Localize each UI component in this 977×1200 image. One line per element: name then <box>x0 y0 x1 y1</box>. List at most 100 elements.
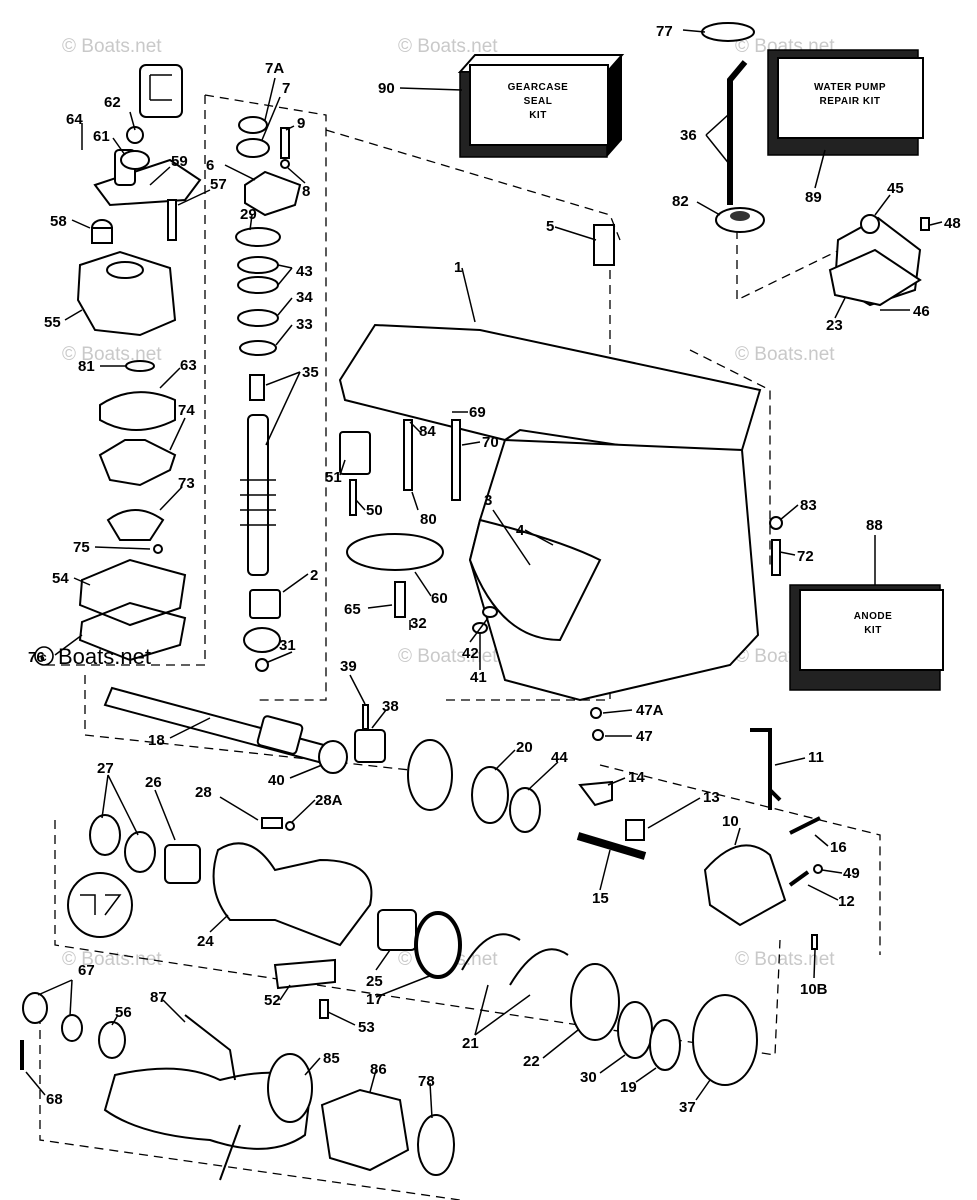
bearing-25 <box>377 909 417 951</box>
spring-12 <box>788 870 810 887</box>
bearing-20 <box>471 766 509 824</box>
callout-75: 75 <box>73 539 90 556</box>
callout-28: 28 <box>195 784 212 801</box>
callout-14: 14 <box>628 769 645 786</box>
grommet-77 <box>701 22 755 42</box>
shift-cam-13 <box>625 819 645 841</box>
thrust-bearing-33 <box>239 340 277 356</box>
callout-68: 68 <box>46 1091 63 1108</box>
leader-lines <box>25 29 943 1119</box>
callout-83: 83 <box>800 497 817 514</box>
o-ring-17 <box>414 911 462 979</box>
bearing-2 <box>249 589 281 619</box>
callout-41: 41 <box>470 669 487 686</box>
bearing-19 <box>649 1019 681 1071</box>
thrust-washer-78 <box>417 1114 455 1176</box>
bearing-carrier-24 <box>212 842 373 947</box>
callout-73: 73 <box>178 475 195 492</box>
callout-82: 82 <box>672 193 689 210</box>
seal-inset <box>139 64 183 118</box>
callout-10b: 10B <box>800 981 828 998</box>
watermark: © Boats.net <box>735 344 835 365</box>
kit-89-line-2: REPAIR KIT <box>820 96 881 107</box>
callout-47: 47 <box>636 728 653 745</box>
seal-7a <box>238 116 268 134</box>
callout-15: 15 <box>592 890 609 907</box>
callout-81: 81 <box>78 358 95 375</box>
torpedo-nose <box>468 518 602 642</box>
kit-88-line-2: KIT <box>864 625 882 636</box>
propeller-outline <box>39 1000 461 1200</box>
pump-housing <box>76 250 177 337</box>
callout-33: 33 <box>296 316 313 333</box>
kit-88-line-1: ANODE <box>854 611 893 622</box>
callout-72: 72 <box>797 548 814 565</box>
callout-77: 77 <box>656 23 673 40</box>
callout-8: 8 <box>302 183 310 200</box>
bearing-40 <box>318 740 348 774</box>
propeller-87 <box>103 1067 312 1150</box>
seal-27a <box>89 814 121 856</box>
callout-4: 4 <box>516 522 525 539</box>
reverse-gear-37 <box>692 994 758 1086</box>
callout-36: 36 <box>680 127 697 144</box>
callout-47a: 47A <box>636 702 664 719</box>
retaining-ring-21b <box>509 948 569 986</box>
seal-27b <box>124 831 156 873</box>
shift-lever-14 <box>578 780 613 807</box>
plate-52 <box>273 958 336 990</box>
anode-42 <box>482 606 498 618</box>
callout-60: 60 <box>431 590 448 607</box>
callout-76: 76 <box>28 649 45 666</box>
callout-21: 21 <box>462 1035 479 1052</box>
driveshaft-group-outline <box>204 94 327 701</box>
watermark: © Boats.net <box>398 36 498 57</box>
callout-18: 18 <box>148 732 165 749</box>
bearing-housing-6 <box>244 170 302 217</box>
spacer-56 <box>98 1021 126 1059</box>
callout-16: 16 <box>830 839 847 856</box>
callout-7: 7 <box>282 80 290 97</box>
callout-3: 3 <box>484 492 492 509</box>
washer-44 <box>509 787 541 833</box>
callout-48: 48 <box>944 215 961 232</box>
plate-54 <box>78 558 187 627</box>
callout-6: 6 <box>206 157 214 174</box>
spline-67a <box>22 992 48 1024</box>
callout-25: 25 <box>366 973 383 990</box>
callout-67: 67 <box>78 962 95 979</box>
impeller-housing-plate <box>93 158 202 207</box>
callout-69: 69 <box>469 404 486 421</box>
watermark: © Boats.net <box>62 344 162 365</box>
gasket-76 <box>78 601 187 662</box>
callout-32: 32 <box>410 615 427 632</box>
callout-65: 65 <box>344 601 361 618</box>
hub-85 <box>267 1053 313 1123</box>
seal-inset-27 <box>67 872 133 938</box>
callout-59: 59 <box>171 153 188 170</box>
callout-24: 24 <box>197 933 214 950</box>
callout-89: 89 <box>805 189 822 206</box>
callout-49: 49 <box>843 865 860 882</box>
kit-90-line-2: SEAL <box>524 96 553 107</box>
callout-39: 39 <box>340 658 357 675</box>
callout-53: 53 <box>358 1019 375 1036</box>
washer-67b <box>61 1014 83 1042</box>
gearcase-outline <box>325 129 621 241</box>
callout-54: 54 <box>52 570 69 587</box>
callout-9: 9 <box>297 115 305 132</box>
screen-5 <box>593 224 615 266</box>
callout-90: 90 <box>378 80 395 97</box>
callout-5: 5 <box>546 218 554 235</box>
bearing-26 <box>164 844 201 884</box>
callout-2: 2 <box>310 567 318 584</box>
callout-40: 40 <box>268 772 285 789</box>
svg-text:c: c <box>40 650 47 664</box>
pin-16 <box>789 816 821 835</box>
cover-outline <box>736 230 861 302</box>
callout-28a: 28A <box>315 792 343 809</box>
trim-tab-60 <box>346 533 444 571</box>
pump-group-outline <box>40 95 206 666</box>
shift-rod-11 <box>750 728 782 810</box>
callout-70: 70 <box>482 434 499 451</box>
